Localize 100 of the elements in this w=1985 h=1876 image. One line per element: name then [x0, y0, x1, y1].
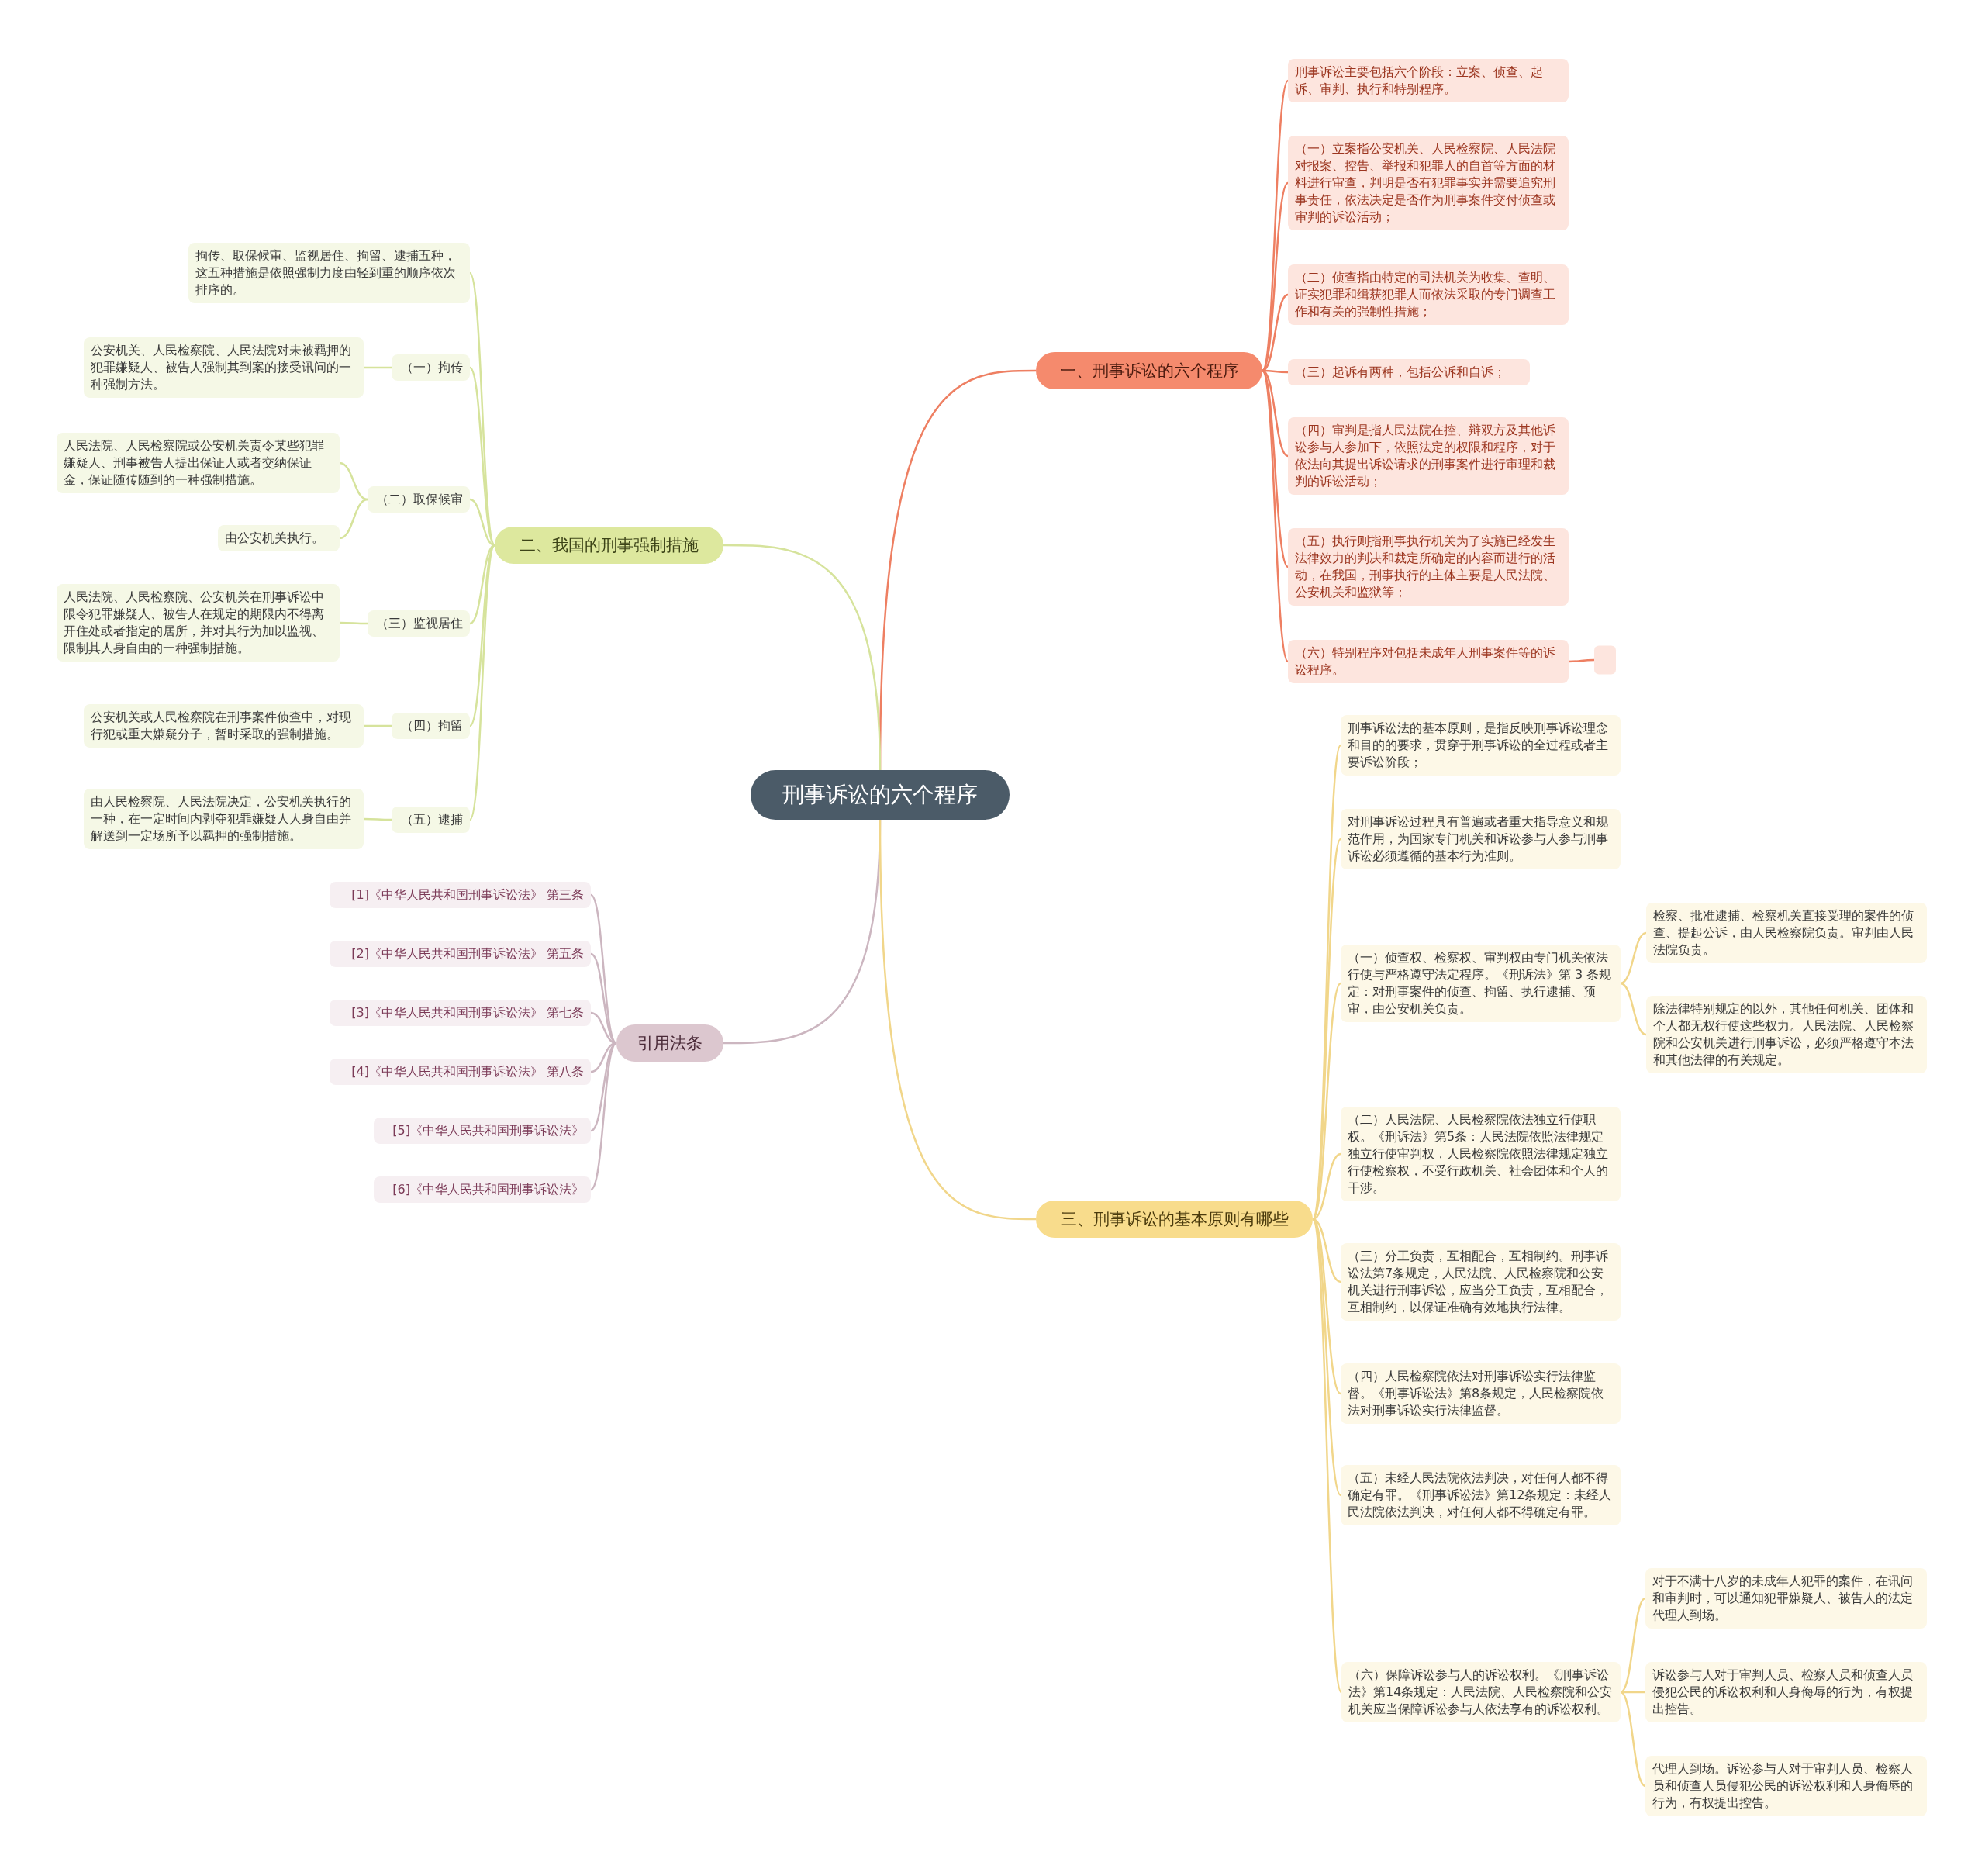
topic-text: 人民法院、人民检察院、公安机关在刑事诉讼中限令犯罪嫌疑人、被告人在规定的期限内不得离开住处或者指定的居所，并对其行为加以监视、限制其人身自由的一种强制措施。: [64, 589, 325, 657]
topic-text: 人民法院、人民检察院或公安机关责令某些犯罪嫌疑人、刑事被告人提出保证人或者交纳保证金，保证随传随到的一种强制措施。: [64, 437, 325, 489]
topic-text: （二）人民法院、人民检察院依法独立行使职权。《刑诉法》第5条：人民法院依照法律规定独立行使审判权，人民检察院依照法律规定独立行使检察权，不受行政机关、社会团体和个人的干涉。: [1348, 1111, 1609, 1197]
subtopic-box: [1288, 264, 1569, 325]
connector-line: [364, 724, 392, 727]
topic-text: 对于不满十八岁的未成年人犯罪的案件，在讯问和审判时，可以通知犯罪嫌疑人、被告人的法定代理人到场。: [1652, 1573, 1914, 1624]
subtopic-box: [1645, 1568, 1927, 1629]
topic-text: 公安机关或人民检察院在刑事案件侦查中，对现行犯或重大嫌疑分子，暂时采取的强制措施。: [91, 709, 352, 743]
connector-line: [468, 544, 496, 821]
connector-line: [1261, 80, 1289, 371]
subtopic-box: [1341, 1662, 1621, 1722]
connector-line: [364, 817, 392, 821]
connector-line: [339, 498, 368, 540]
connector-line: [469, 498, 495, 547]
topic-text: （六）特别程序对包括未成年人刑事案件等的诉讼程序。: [1295, 644, 1556, 679]
topic-text: （二）取保候审: [375, 491, 463, 508]
connector-line: [468, 272, 496, 546]
topic-text: [1]《中华人民共和国刑事诉讼法》 第三条: [350, 886, 584, 903]
subtopic-box: [330, 1000, 591, 1026]
connector-line: [879, 819, 1036, 1221]
connector-line: [1262, 182, 1289, 371]
subtopic-box: [374, 1176, 591, 1203]
subtopic-box: [1341, 715, 1621, 776]
subtopic-box: [57, 433, 340, 493]
branch-topic: [1036, 1201, 1313, 1238]
subtopic-box: [1341, 945, 1621, 1022]
branch-topic: [495, 527, 723, 564]
topic-text: （五）逮捕: [400, 811, 463, 828]
subtopic-box: [392, 354, 470, 381]
topic-text: 对刑事诉讼过程具有普遍或者重大指导意义和规范作用，为国家专门机关和诉讼参与人参与刑事诉讼必须遵循的基本行为准则。: [1348, 814, 1609, 865]
topic-text: 三、刑事诉讼的基本原则有哪些: [1059, 1209, 1289, 1230]
topic-text: （五）未经人民法院依法判决，对任何人都不得确定有罪。《刑事诉讼法》第12条规定：未经人民法院依法判决，对任何人都不得确定有罪。: [1348, 1470, 1613, 1521]
topic-text: 刑事诉讼主要包括六个阶段：立案、侦查、起诉、审判、执行和特别程序。: [1295, 64, 1544, 98]
topic-text: 一、刑事诉讼的六个程序: [1058, 361, 1240, 382]
subtopic-box: [1341, 1243, 1621, 1321]
topic-text: （三）起诉有两种，包括公诉和自诉；: [1295, 364, 1507, 381]
subtopic-box: [1288, 359, 1530, 385]
topic-text: （一）拘传: [400, 359, 463, 376]
subtopic-box: [330, 941, 591, 967]
topic-text: [2]《中华人民共和国刑事诉讼法》 第五条: [350, 945, 584, 962]
subtopic-box: [1288, 59, 1569, 102]
subtopic-box: [1288, 136, 1569, 230]
subtopic-box: [1341, 1107, 1621, 1201]
topic-text: [6]《中华人民共和国刑事诉讼法》: [392, 1181, 584, 1198]
topic-text: 诉讼参与人对于审判人员、检察人员和侦查人员侵犯公民的诉讼权利和人身侮辱的行为，有权提出控告。: [1652, 1667, 1914, 1718]
subtopic-box: [84, 704, 364, 748]
topic-text: （三）分工负责，互相配合，互相制约。刑事诉讼法第7条规定，人民法院、人民检察院和公安机关进行刑事诉讼，应当分工负责，互相配合，互相制约，以保证准确有效地执行法律。: [1348, 1248, 1609, 1316]
subtopic-box: [188, 243, 470, 303]
topic-text: 二、我国的刑事强制措施: [519, 535, 699, 556]
topic-text: （四）拘留: [400, 717, 463, 734]
topic-text: （二）侦查指由特定的司法机关为收集、查明、证实犯罪和缉获犯罪人而依法采取的专门调查工作和有关的强制性措施；: [1295, 269, 1556, 320]
subtopic-box: [392, 807, 470, 833]
subtopic-box: [1646, 996, 1927, 1073]
connector-line: [1262, 370, 1289, 568]
empty-topic-box: [1594, 645, 1616, 675]
topic-text: 公安机关、人民检察院、人民法院对未被羁押的犯罪嫌疑人、被告人强制其到案的接受讯问的一种强制方法。: [91, 342, 352, 393]
subtopic-box: [374, 1118, 591, 1144]
connector-line: [723, 544, 882, 771]
topic-text: （一）侦查权、检察权、审判权由专门机关依法行使与严格遵守法定程序。《刑诉法》第 3 条规定：对刑事案件的侦查、拘留、执行逮捕、预审，由公安机关负责。: [1348, 949, 1613, 1017]
topic-text: [4]《中华人民共和国刑事诉讼法》 第八条: [350, 1063, 584, 1080]
topic-text: 刑事诉讼的六个程序: [782, 781, 979, 809]
connector-line: [1620, 1691, 1646, 1788]
connector-line: [1262, 369, 1288, 374]
topic-text: [3]《中华人民共和国刑事诉讼法》 第七条: [350, 1004, 584, 1021]
connector-line: [469, 544, 495, 727]
topic-text: 检察、批准逮捕、检察机关直接受理的案件的侦查、提起公诉，由人民检察院负责。审判由人民法院负责。: [1653, 907, 1914, 959]
connector-line: [590, 1042, 617, 1190]
connector-line: [364, 366, 392, 369]
topic-text: 除法律特别规定的以外，其他任何机关、团体和个人都无权行使这些权力。人民法院、人民检察院和公安机关进行刑事诉讼，必须严格遵守本法和其他法律的有关规定。: [1653, 1000, 1914, 1069]
subtopic-box: [1288, 417, 1569, 495]
connector-line: [1311, 1218, 1343, 1693]
subtopic-box: [1645, 1662, 1927, 1722]
subtopic-box: [1341, 1363, 1621, 1424]
topic-text: （一）立案指公安机关、人民检察院、人民法院对报案、控告、举报和犯罪人的自首等方面的材料进行审查，判明是否有犯罪事实并需要追究刑事责任，依法决定是否作为刑事案件交付侦查或审判的诉讼活动；: [1295, 140, 1556, 226]
connector-line: [1620, 1597, 1646, 1694]
subtopic-box: [84, 337, 364, 398]
topic-text: （六）保障诉讼参与人的诉讼权利。《刑事诉讼法》第14条规定：人民法院、人民检察院和公安机关应当保障诉讼参与人依法享有的诉讼权利。: [1348, 1667, 1614, 1718]
topic-text: 由公安机关执行。: [225, 530, 325, 547]
connector-line: [1620, 982, 1647, 1036]
subtopic-box: [330, 882, 591, 908]
connector-line: [1621, 1691, 1645, 1694]
topic-text: 代理人到场。诉讼参与人对于审判人员、检察人员和侦查人员侵犯公民的诉讼权利和人身侮辱的行为，有权提出控告。: [1652, 1760, 1914, 1812]
subtopic-box: [1288, 528, 1569, 606]
topic-text: 引用法条: [637, 1033, 703, 1054]
subtopic-box: [368, 610, 470, 637]
subtopic-box: [218, 525, 340, 551]
connector-line: [1312, 1152, 1341, 1221]
branch-topic: [1036, 352, 1262, 389]
subtopic-box: [1645, 1756, 1927, 1816]
connector-line: [1261, 370, 1289, 662]
subtopic-box: [57, 584, 340, 662]
subtopic-box: [1288, 640, 1569, 683]
connector-line: [1569, 658, 1594, 663]
connector-line: [339, 461, 368, 501]
subtopic-box: [392, 713, 470, 739]
connector-line: [1312, 1218, 1341, 1283]
subtopic-box: [84, 789, 364, 849]
subtopic-box: [330, 1059, 591, 1085]
topic-text: [5]《中华人民共和国刑事诉讼法》: [392, 1122, 584, 1139]
topic-text: （三）监视居住: [375, 615, 463, 632]
